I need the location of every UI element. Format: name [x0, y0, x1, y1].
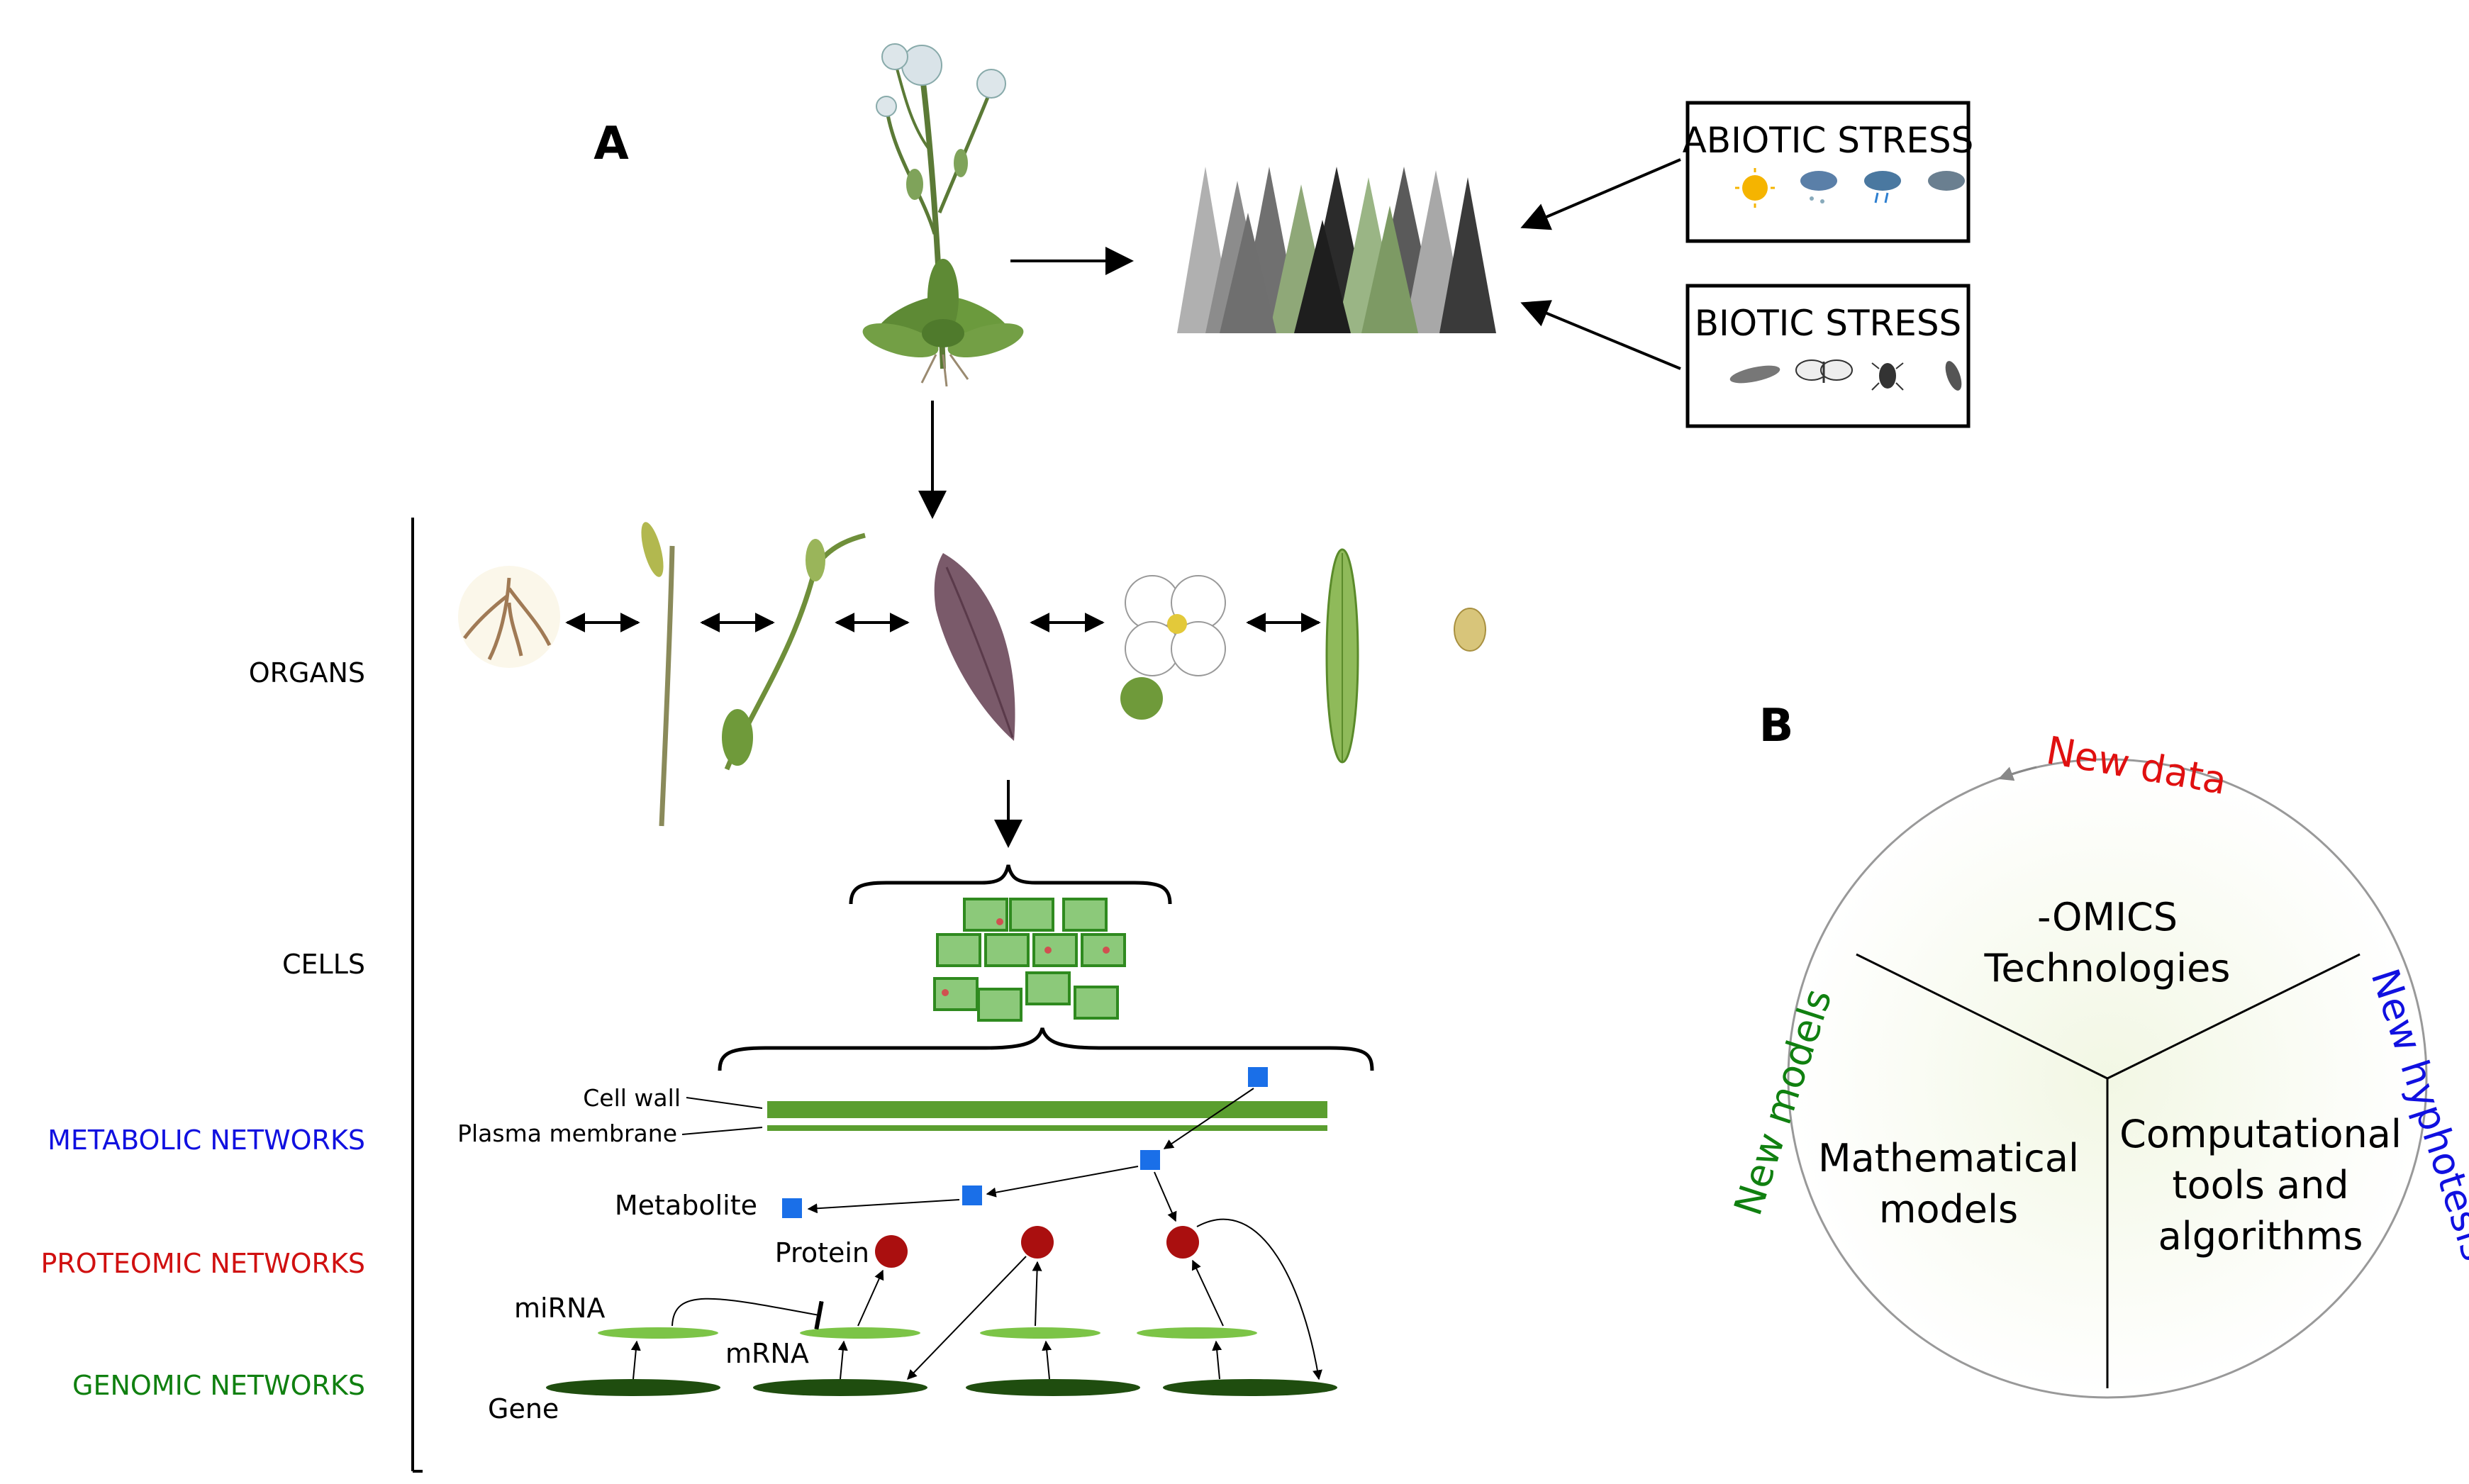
inflorescence-illustration	[722, 532, 866, 771]
biotic-stress-label: BIOTIC STRESS	[1695, 303, 1962, 344]
metabolite-square	[1248, 1067, 1268, 1087]
abiotic-stress-label: ABIOTIC STRESS	[1683, 120, 1974, 161]
flower-illustration	[1120, 575, 1226, 720]
root-illustration	[458, 566, 560, 668]
butterfly-icon	[1795, 359, 1853, 383]
gene-ellipse	[546, 1379, 720, 1396]
level-metabolic-networks: METABOLIC NETWORKS	[48, 1125, 365, 1156]
plasma-membrane-bar	[767, 1125, 1327, 1131]
metabolite-square	[962, 1185, 982, 1205]
cell-tissue-illustration	[933, 898, 1126, 1022]
omics-technologies-line2: Technologies	[1984, 946, 2231, 991]
mathematical-models-line2: models	[1879, 1187, 2018, 1232]
protein-circle	[875, 1235, 908, 1268]
mirna-ellipse	[598, 1327, 718, 1339]
protein-circle	[1166, 1226, 1199, 1259]
panel-b-letter: B	[1759, 700, 1794, 752]
mrna-ellipse	[800, 1327, 920, 1339]
protein-circle	[1021, 1226, 1054, 1259]
metabolite-square	[782, 1198, 802, 1218]
storm-cloud-icon	[1928, 171, 1965, 191]
arrow-abiotic-to-forest	[1520, 158, 1681, 230]
silique-illustration	[1325, 548, 1359, 764]
gene-ellipse	[966, 1379, 1140, 1396]
mrna-label: mRNA	[725, 1338, 809, 1369]
leaf-illustration	[934, 553, 1015, 741]
snow-cloud-icon	[1800, 171, 1837, 191]
sector-divider	[1856, 953, 2108, 1080]
seed-illustration	[1454, 608, 1486, 652]
cell-wall-label: Cell wall	[583, 1084, 681, 1112]
bug-icon	[1945, 361, 1962, 391]
arabidopsis-plant-illustration	[862, 43, 1024, 387]
computational-tools-line3: algorithms	[2158, 1214, 2363, 1259]
level-proteomic-networks: PROTEOMIC NETWORKS	[40, 1248, 365, 1279]
gene-ellipse	[1163, 1379, 1337, 1396]
metabolite-label: Metabolite	[615, 1190, 757, 1221]
computational-tools-line1: Computational	[2119, 1112, 2402, 1156]
biotic-stress-box	[1685, 284, 1971, 428]
forest-population-illustration	[1177, 167, 1496, 333]
rain-cloud-icon	[1864, 171, 1901, 191]
panel-a-letter: A	[593, 118, 629, 170]
brace-leaf-cells	[849, 864, 1172, 905]
caterpillar-icon	[1729, 365, 1780, 384]
metabolite-square	[1140, 1150, 1160, 1170]
weather-icons	[1735, 168, 1965, 208]
stem-illustration	[641, 522, 675, 827]
sector-divider	[2107, 953, 2361, 1080]
sun-icon	[1742, 175, 1768, 201]
gene-ellipse	[753, 1379, 927, 1396]
beetle-icon	[1879, 363, 1896, 389]
cell-wall-bar	[767, 1101, 1327, 1118]
level-organs: ORGANS	[249, 657, 365, 688]
level-cells: CELLS	[282, 949, 365, 980]
omics-technologies-line1: -OMICS	[2037, 895, 2178, 939]
brace-cells-networks	[718, 1027, 1374, 1071]
mrna-ellipse	[980, 1327, 1100, 1339]
abiotic-stress-box	[1685, 101, 1971, 243]
computational-tools-line2: tools and	[2172, 1163, 2348, 1207]
plasma-membrane-label: Plasma membrane	[457, 1120, 677, 1147]
gene-label: Gene	[488, 1393, 559, 1424]
mathematical-models-line1: Mathematical	[1818, 1136, 2079, 1181]
level-genomic-networks: GENOMIC NETWORKS	[72, 1370, 365, 1401]
arrow-biotic-to-forest	[1520, 300, 1681, 370]
mrna-ellipse	[1137, 1327, 1257, 1339]
protein-label: Protein	[775, 1237, 869, 1268]
insect-icons	[1729, 359, 1962, 391]
mirna-label: miRNA	[514, 1293, 605, 1324]
